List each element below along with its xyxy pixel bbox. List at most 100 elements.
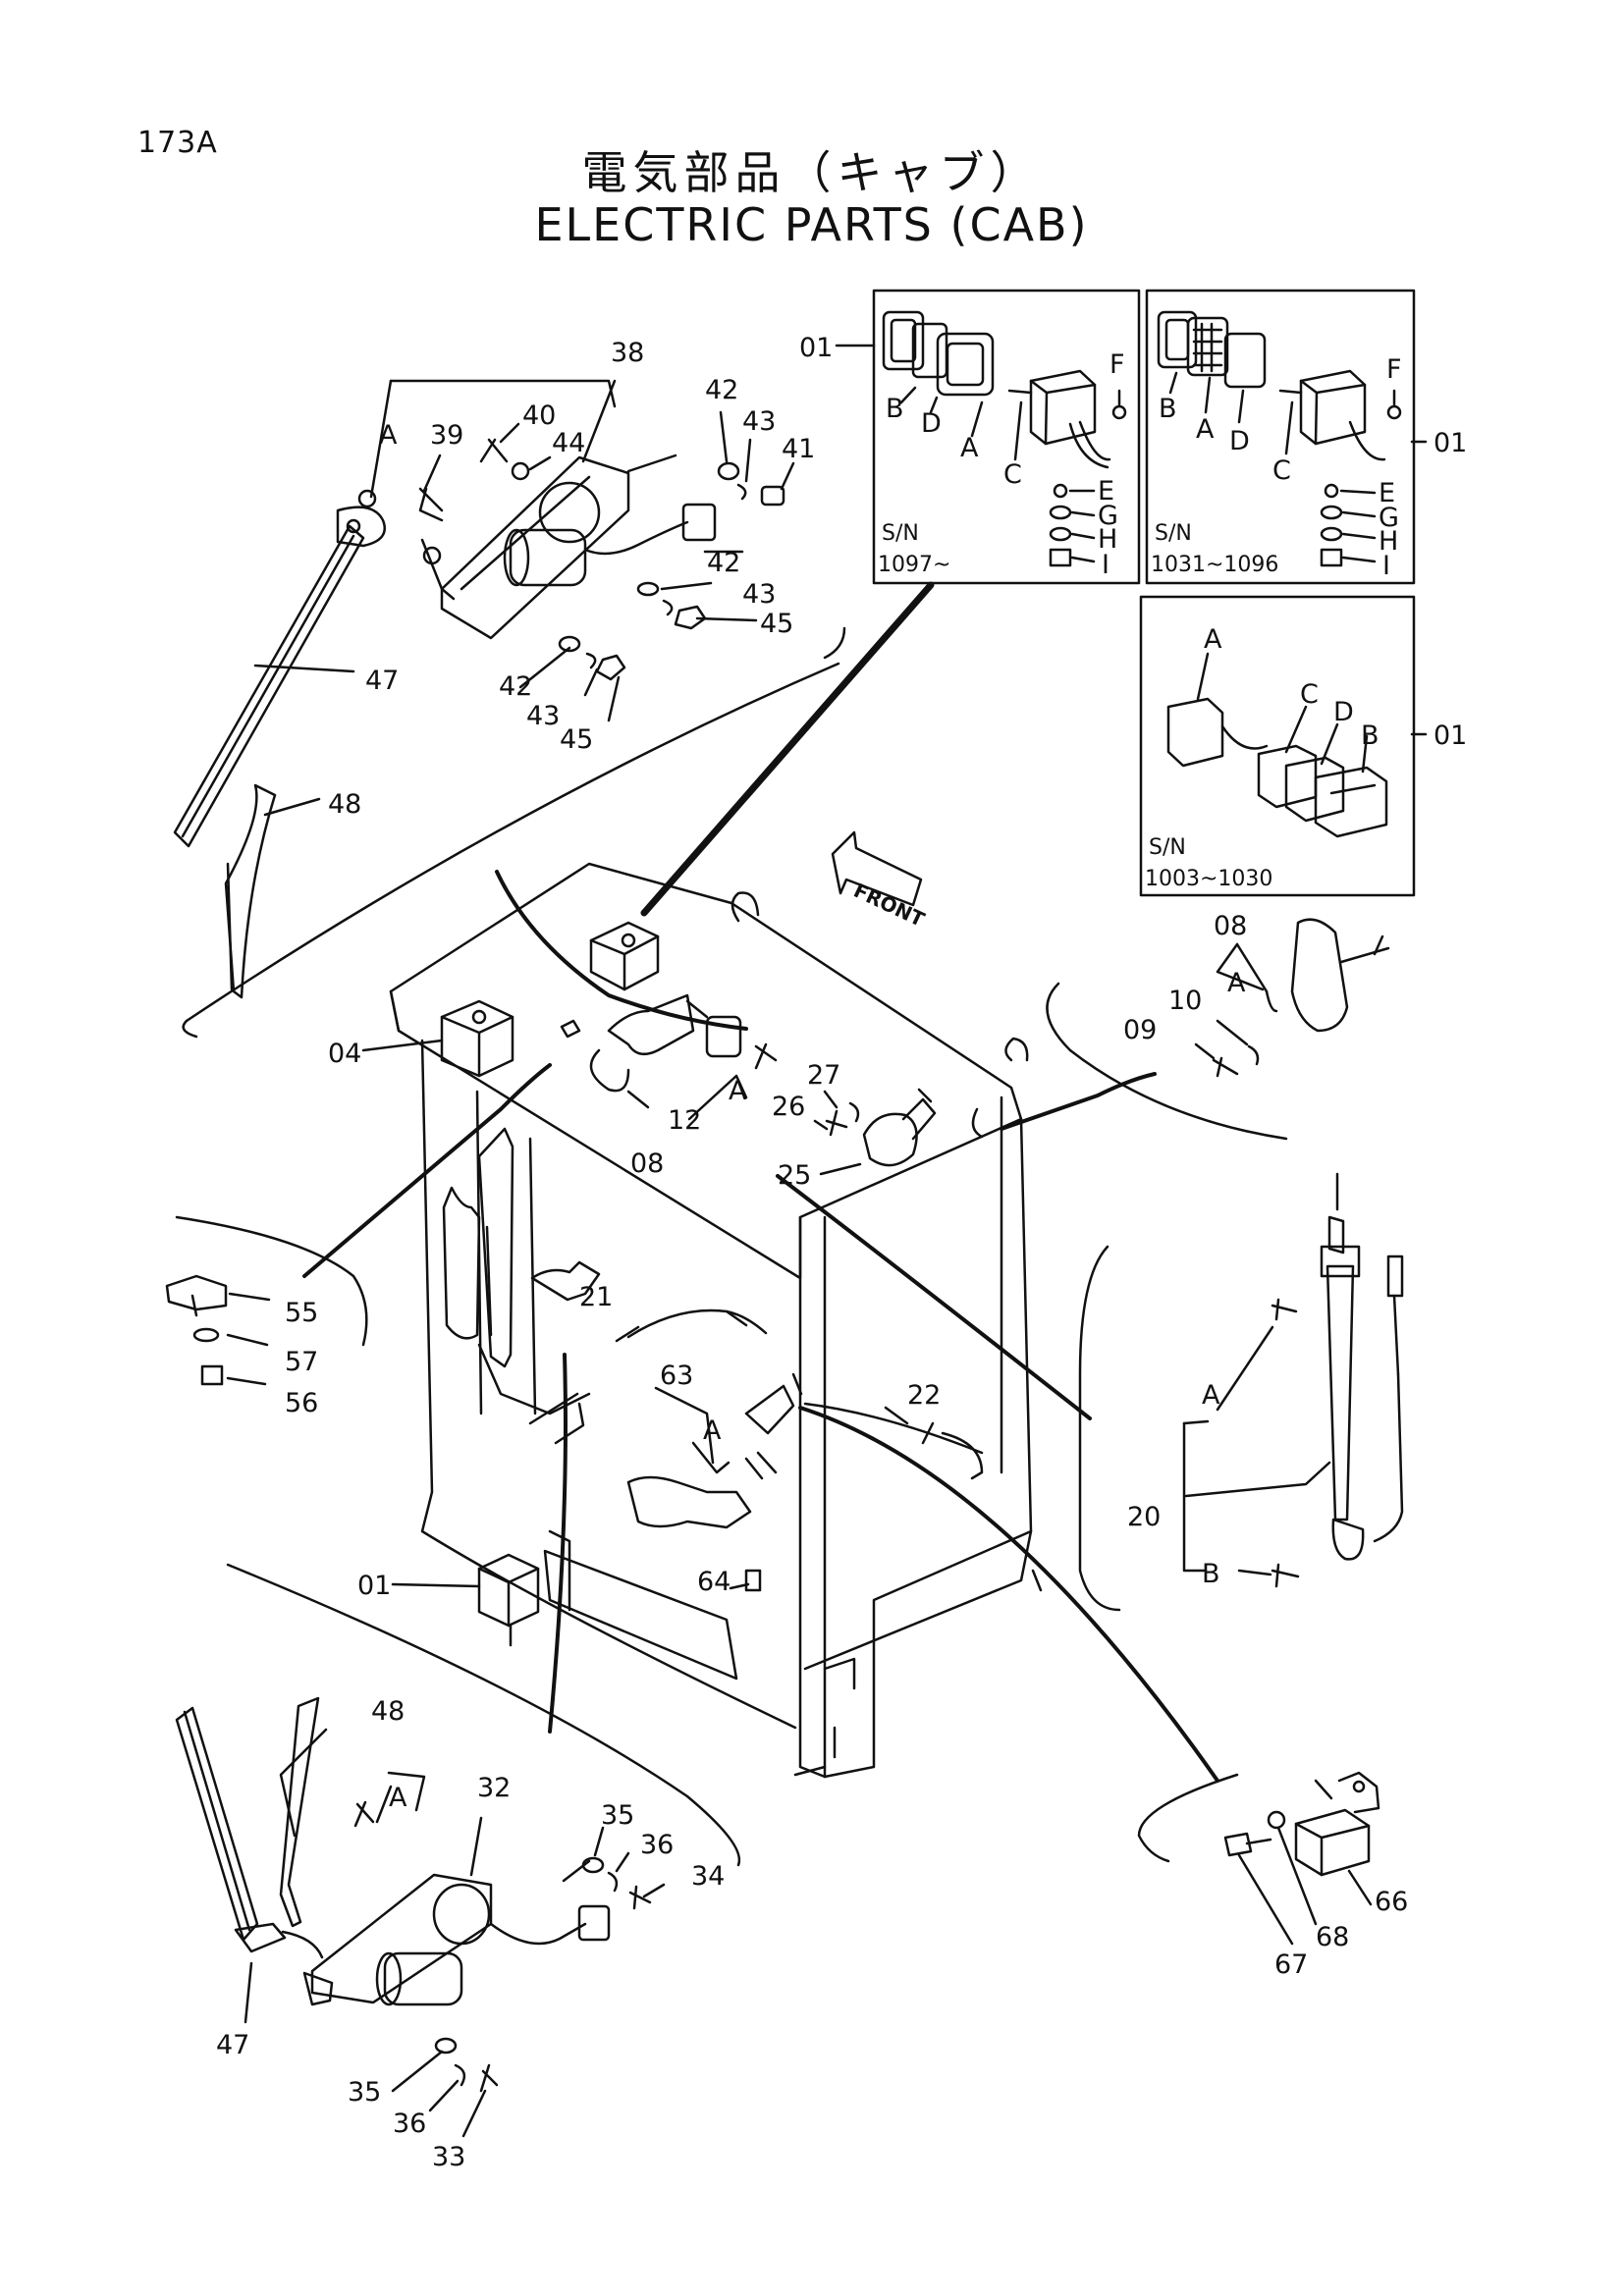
- letter-c: C: [1300, 679, 1319, 710]
- callout-45: 45: [560, 724, 593, 755]
- callout-20: 20: [1127, 1502, 1161, 1532]
- letter-h: H: [1379, 526, 1398, 557]
- speaker-04: [440, 999, 514, 1078]
- lamp-housing: [1278, 369, 1402, 461]
- wiper-harness-63: [626, 1441, 778, 1592]
- letter-a: A: [1204, 624, 1222, 655]
- callout-45: 45: [760, 609, 793, 639]
- wiper-linkage-12: [589, 993, 742, 1093]
- letter-c: C: [1272, 455, 1291, 486]
- callout-67: 67: [1274, 1949, 1308, 1980]
- inset-frame: [872, 289, 1141, 585]
- callout-43: 43: [526, 701, 560, 731]
- section-arc-rear-wiper: [226, 1563, 741, 1867]
- harness-line: [798, 1406, 1219, 1783]
- washer-36: [607, 1871, 619, 1893]
- section-arc-room-lamp: [1046, 982, 1288, 1141]
- washer-43: [736, 483, 747, 501]
- section-arc-hook: [175, 1215, 368, 1347]
- callout-27: 27: [807, 1060, 840, 1091]
- harness-line: [302, 1063, 552, 1278]
- serial-range: 1031~1096: [1151, 553, 1278, 577]
- washer-27: [848, 1101, 860, 1123]
- hook-55: [165, 1274, 271, 1386]
- washer-57: [192, 1327, 220, 1343]
- washer-44: [511, 461, 530, 481]
- section-arc-antenna: [1078, 1245, 1121, 1612]
- room-lamp-08: [589, 1048, 630, 1093]
- wiper-motor-38: [420, 455, 717, 640]
- callout-35: 35: [348, 2077, 381, 2108]
- screw-09: [1212, 1056, 1239, 1078]
- callout-a: A: [729, 1076, 747, 1106]
- page-title: ELECTRIC PARTS (CAB): [534, 198, 1089, 251]
- letter-d: D: [1333, 697, 1354, 727]
- serial-prefix: S/N: [1155, 521, 1192, 546]
- harness-line: [495, 870, 748, 1031]
- letter-f: F: [1386, 354, 1402, 385]
- callout-44: 44: [552, 428, 585, 458]
- callout-a: A: [379, 420, 398, 451]
- cab-rail: [477, 1127, 514, 1368]
- bolt-67: [1223, 1832, 1253, 1857]
- lamp-housing: [1007, 369, 1127, 469]
- callout-21: 21: [579, 1282, 613, 1312]
- letter-d: D: [1229, 426, 1250, 456]
- wiper-blade-48: [279, 1696, 320, 1928]
- nut-45: [674, 605, 707, 630]
- callout-08: 08: [1214, 911, 1247, 941]
- washer-35: [434, 2037, 458, 2055]
- callout-25: 25: [778, 1160, 811, 1191]
- serial-range: 1097~: [878, 553, 950, 577]
- callout-26: 26: [772, 1092, 805, 1122]
- inset-lamp-sn-1003: A C D B 01 S/N 1003~1030: [1139, 595, 1467, 897]
- harness-line: [1000, 1072, 1157, 1131]
- letter-i: I: [1382, 551, 1390, 581]
- screw-b: [1271, 1563, 1300, 1588]
- lamp-01-mid: [477, 1553, 540, 1647]
- wiper-motor-32: [302, 1873, 611, 2006]
- callout-55: 55: [285, 1298, 318, 1328]
- callout-47: 47: [365, 666, 399, 696]
- letter-c: C: [1003, 459, 1022, 490]
- callout-04: 04: [328, 1039, 361, 1069]
- bolt-40: [479, 438, 509, 463]
- callout-36: 36: [393, 2109, 426, 2139]
- letter-f: F: [1109, 349, 1125, 380]
- inset-lamp-sn-1097: 01 B D A C F E G H I S/N 1097~: [799, 289, 1141, 585]
- bolt-34: [628, 1885, 652, 1910]
- callout-68: 68: [1316, 1922, 1349, 1952]
- letter-b: B: [1159, 394, 1177, 424]
- bolt-39: [418, 487, 444, 522]
- cab-body: [389, 862, 1043, 1779]
- callout-12: 12: [668, 1105, 701, 1136]
- harness-line: [776, 1174, 1092, 1420]
- callout-64: 64: [697, 1567, 730, 1597]
- callout-38: 38: [611, 338, 644, 368]
- callout-41: 41: [782, 434, 815, 464]
- callout-36: 36: [640, 1830, 674, 1860]
- callout-08: 08: [630, 1148, 664, 1179]
- letter-i: I: [1102, 550, 1109, 580]
- front-label: FRONT: [850, 879, 929, 932]
- callout-47: 47: [216, 2030, 249, 2060]
- callout-42: 42: [707, 548, 740, 578]
- callout-40: 40: [522, 400, 556, 431]
- callout-b: B: [1202, 1559, 1220, 1589]
- inset-frame: [1139, 595, 1416, 897]
- callout-22: 22: [907, 1380, 941, 1411]
- lamp-body: [1166, 697, 1388, 838]
- letter-e: E: [1379, 478, 1395, 508]
- inset-lamp-sn-1031: 01 B A D C F E G H I S/N 1031~1096: [1145, 289, 1467, 585]
- callout-a: A: [389, 1783, 407, 1813]
- callout-01-inset-a: 01: [799, 333, 833, 363]
- callout-10: 10: [1168, 986, 1202, 1016]
- bolt-41: [760, 485, 785, 507]
- callout-39: 39: [430, 420, 463, 451]
- letter-d: D: [921, 408, 942, 439]
- callout-43: 43: [742, 406, 776, 437]
- nut-45: [595, 654, 626, 681]
- wiper-arm-47: [175, 1706, 259, 1942]
- washer-42: [717, 461, 740, 481]
